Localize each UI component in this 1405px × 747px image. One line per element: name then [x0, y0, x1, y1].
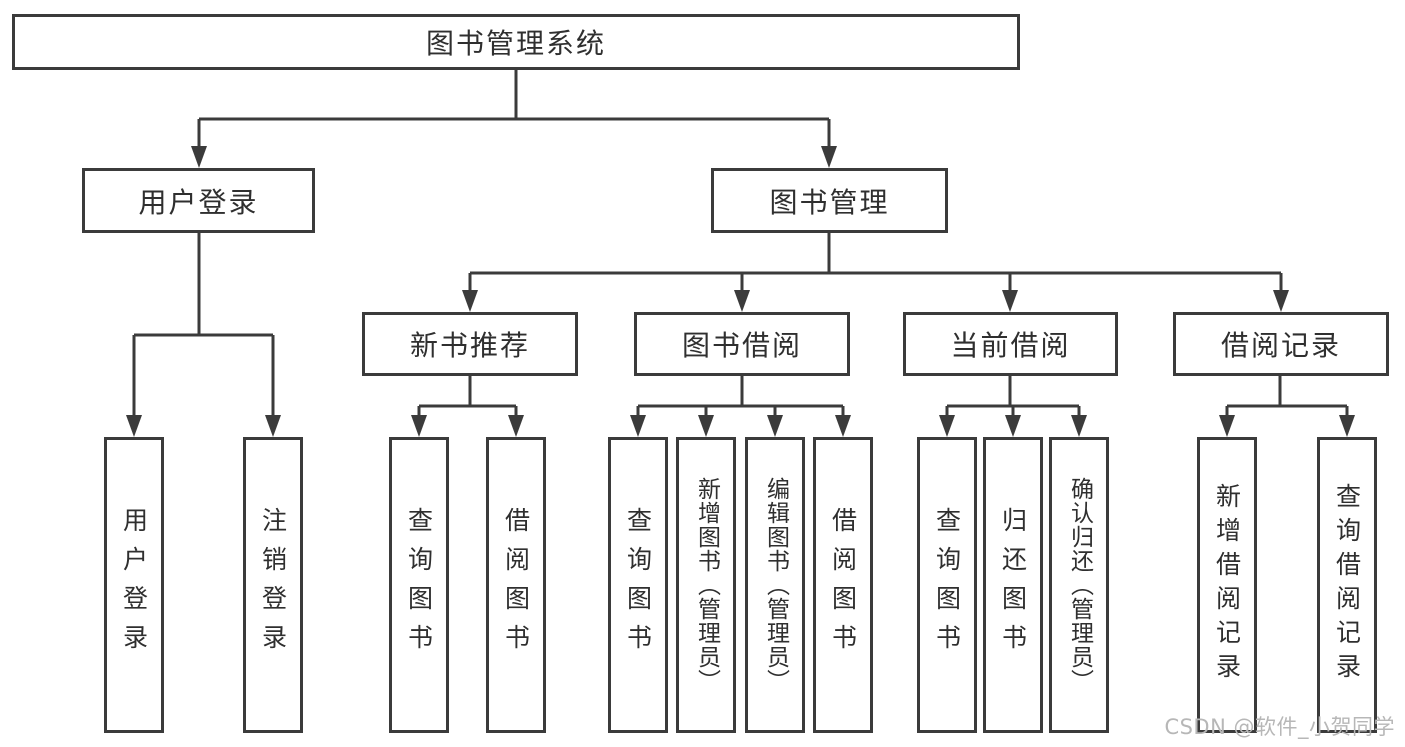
leaf-borrowing-borrow-books: 借阅图书 [813, 437, 873, 733]
node-label: 借阅记录 [1220, 329, 1341, 362]
leaf-current-return-books: 归还图书 [983, 437, 1043, 733]
leaf-records-query-borrow-record: 查询借阅记录 [1317, 437, 1377, 733]
node-user-login: 用户登录 [82, 168, 315, 233]
node-label: 归还图书 [998, 507, 1028, 663]
leaf-logout: 注销登录 [243, 437, 303, 733]
csdn-watermark: CSDN @软件_小贺同学 [1164, 715, 1395, 739]
node-label: 借阅图书 [828, 507, 858, 663]
leaf-records-add-borrow-record: 新增借阅记录 [1197, 437, 1257, 733]
node-label: 新书推荐 [409, 329, 530, 362]
node-label: 查询图书 [404, 507, 434, 663]
leaf-current-confirm-return-admin: 确认归还（管理员） [1049, 437, 1109, 733]
node-label: 查询借阅记录 [1332, 483, 1362, 687]
leaf-borrowing-edit-books-admin: 编辑图书（管理员） [745, 437, 805, 733]
node-label: 借阅图书 [501, 507, 531, 663]
node-label: 图书管理系统 [425, 27, 606, 60]
leaf-borrowing-add-books-admin: 新增图书（管理员） [676, 437, 736, 733]
node-book-management: 图书管理 [711, 168, 948, 233]
node-label: 注销登录 [258, 507, 288, 663]
leaf-user-login: 用户登录 [104, 437, 164, 733]
node-label: 用户登录 [138, 185, 259, 219]
leaf-recommend-borrow-books: 借阅图书 [486, 437, 546, 733]
node-borrowing-records: 借阅记录 [1173, 312, 1389, 376]
node-label: 查询图书 [932, 507, 962, 663]
leaf-current-query-books: 查询图书 [917, 437, 977, 733]
node-label: 新增图书（管理员） [693, 477, 720, 693]
node-label: 用户登录 [119, 507, 149, 663]
node-label: 当前借阅 [950, 329, 1071, 362]
node-current-borrowing: 当前借阅 [903, 312, 1118, 376]
node-label: 查询图书 [623, 507, 653, 663]
node-library-management-system: 图书管理系统 [12, 14, 1020, 70]
node-label: 编辑图书（管理员） [762, 477, 789, 693]
node-label: 确认归还（管理员） [1066, 477, 1093, 693]
node-book-borrowing: 图书借阅 [634, 312, 850, 376]
node-label: 图书借阅 [681, 329, 802, 362]
node-label: 新增借阅记录 [1212, 483, 1242, 687]
leaf-recommend-query-books: 查询图书 [389, 437, 449, 733]
node-label: 图书管理 [769, 185, 890, 219]
leaf-borrowing-query-books: 查询图书 [608, 437, 668, 733]
node-new-book-recommendation: 新书推荐 [362, 312, 578, 376]
